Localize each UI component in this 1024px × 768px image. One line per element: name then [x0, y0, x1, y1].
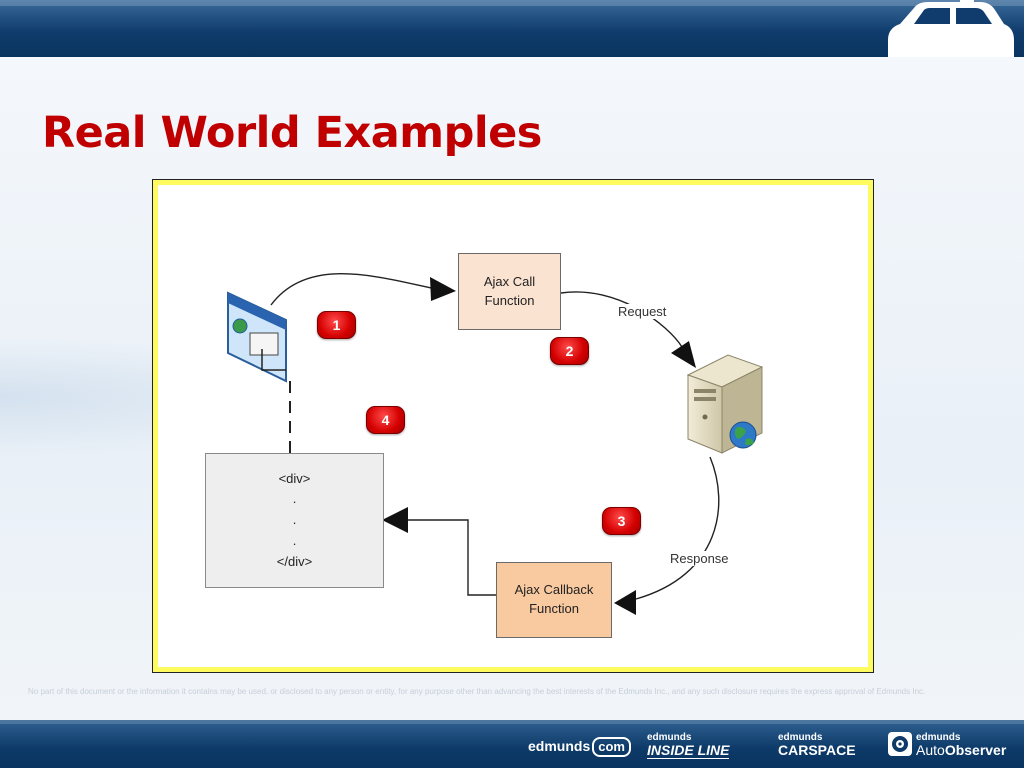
slide-title: Real World Examples [42, 108, 542, 158]
diagram-connectors [227, 273, 764, 615]
ajax-callback-function-box: Ajax Callback Function [496, 562, 612, 638]
ajax-call-line-2: Function [484, 292, 535, 308]
response-label: Response [668, 551, 731, 566]
footer-disclaimer: No part of this document or the informat… [28, 687, 926, 696]
ajax-callback-line-2: Function [529, 601, 579, 616]
brand-inside-line-name: INSIDE LINE [647, 742, 730, 759]
step-badge-4: 4 [366, 406, 405, 434]
brand-auto-observer-top: edmunds [916, 732, 961, 743]
brand-carspace-name: CARSPACE [778, 742, 856, 758]
arrow-callback-to-div [402, 519, 496, 596]
brand-auto-observer: edmunds AutoObserver [916, 733, 1006, 758]
footer-shine [0, 720, 1024, 724]
brand-carspace-top: edmunds [778, 732, 823, 743]
web-server-icon [686, 354, 764, 454]
arrowhead [671, 341, 696, 368]
step-badge-3: 3 [602, 507, 641, 535]
brand-auto-observer-bold: Observer [944, 742, 1007, 758]
div-element-box: <div> . . . </div> [205, 453, 384, 588]
div-close-tag: </div> [276, 553, 313, 569]
ajax-callback-line-1: Ajax Callback [514, 582, 594, 598]
ajax-flow-diagram: Ajax Call Function Ajax Callback Functio… [158, 185, 868, 667]
arrowhead [430, 277, 456, 301]
ajax-call-line-1: Ajax Call [483, 273, 536, 289]
header-shine [0, 0, 1024, 6]
arrowhead [382, 507, 408, 533]
ajax-call-function-box: Ajax Call Function [458, 253, 561, 330]
div-open-tag: <div> [278, 470, 311, 486]
auto-observer-icon [888, 732, 912, 756]
brand-carspace: edmunds CARSPACE [778, 733, 856, 758]
step-badge-2: 2 [550, 337, 589, 365]
arrow-server-to-ajax-callback [635, 456, 720, 600]
brand-inside-line: edmunds INSIDE LINE [647, 732, 730, 759]
browser-window-icon [227, 291, 287, 383]
header-bar [0, 0, 1024, 57]
div-ellipsis-dot: . [292, 512, 297, 528]
brand-com-pill: com [592, 737, 631, 757]
div-ellipsis-dot: . [292, 491, 297, 507]
arrow-browser-to-ajax-call [270, 273, 437, 306]
wheel-icon [892, 736, 908, 752]
brand-edmunds-name: edmunds [528, 738, 591, 754]
arrowhead [614, 590, 636, 615]
request-label: Request [616, 304, 669, 319]
brand-auto-observer-light: Auto [916, 742, 945, 758]
footer-bar [0, 720, 1024, 768]
diagram-frame: Ajax Call Function Ajax Callback Functio… [152, 179, 874, 673]
div-ellipsis-dot: . [292, 532, 297, 548]
brand-inside-line-top: edmunds [647, 732, 692, 743]
brand-auto-observer-name: AutoObserver [916, 743, 1006, 758]
car-silhouette-icon [888, 0, 1014, 57]
step-badge-1: 1 [317, 311, 356, 339]
